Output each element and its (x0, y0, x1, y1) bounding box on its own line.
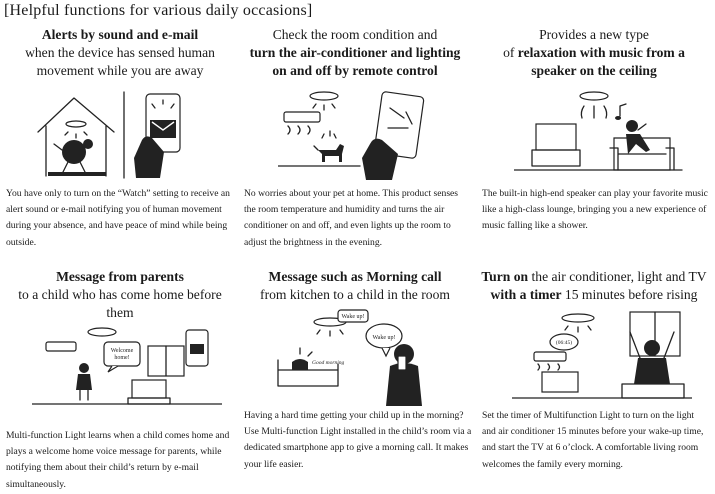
title-line-3: them (106, 305, 134, 320)
page-heading: [Helpful functions for various daily occ… (4, 2, 313, 19)
title-line-2: turn the air-conditioner and lighting (249, 45, 461, 60)
feature-title: Message such as Morning call from kitche… (239, 268, 471, 304)
feature-cell-parent-message: Message from parents to a child who has … (4, 268, 236, 322)
speech-bubble-text: (06:45) (556, 339, 572, 346)
music-relaxation-illustration (514, 91, 683, 171)
title-line-1: Check the room condition and (272, 27, 438, 42)
feature-title: Alerts by sound and e-mail when the devi… (4, 26, 236, 80)
title-line-2: to a child who has come home before (18, 287, 222, 302)
feature-description: Set the timer of Multifunction Light to … (482, 410, 704, 470)
intruder-alert-illustration (37, 91, 181, 179)
speech-bubble-text: Wake up! (341, 314, 364, 320)
feature-description: Multi-function Light learns when a child… (6, 430, 230, 490)
title-line-3: speaker on the ceiling (531, 63, 657, 78)
title-line-2: when the device has sensed human (25, 45, 215, 60)
feature-cell-morning-call: Message such as Morning call from kitche… (239, 268, 471, 304)
feature-description: Having a hard time getting your child up… (244, 410, 472, 470)
title-line-2: relaxation with music from a (517, 45, 685, 60)
title-line-2: 15 minutes before rising (561, 287, 698, 302)
title-line-1-prefix: Turn on (481, 269, 529, 284)
feature-cell-alerts: Alerts by sound and e-mail when the devi… (4, 26, 236, 80)
morning-call-illustration: Wake up! Good morning Wake up! (277, 309, 422, 406)
timer-wakeup-illustration: (06:45) (512, 311, 692, 399)
feature-description: The built-in high-end speaker can play y… (482, 188, 708, 232)
feature-title: Message from parents to a child who has … (4, 268, 236, 322)
feature-cell-timer: Turn on the air conditioner, light and T… (478, 268, 710, 304)
title-line-1: the air conditioner, light and TV (528, 269, 707, 284)
feature-title: Turn on the air conditioner, light and T… (478, 268, 710, 304)
title-line-1-prefix: Message such as (268, 269, 367, 284)
title-line-3: movement while you are away (36, 63, 204, 78)
speech-bubble-text: Good morning (312, 360, 344, 366)
feature-title: Check the room condition and turn the ai… (239, 26, 471, 80)
speech-bubble-text: Wake up! (372, 335, 395, 341)
feature-description: You have only to turn on the “Watch” set… (6, 188, 230, 248)
title-line-2-prefix: of (503, 45, 518, 60)
title-line-2-prefix: with a timer (490, 287, 562, 302)
title-line-1: Alerts by sound and e-mail (41, 27, 199, 42)
title-line-1: Provides a new type (539, 27, 649, 42)
feature-cell-ceiling-speaker: Provides a new type of relaxation with m… (478, 26, 710, 80)
title-line-3: on and off by remote control (272, 63, 438, 78)
pet-room-illustration (278, 91, 425, 180)
feature-title: Provides a new type of relaxation with m… (478, 26, 710, 80)
feature-cell-remote-control: Check the room condition and turn the ai… (239, 26, 471, 80)
title-line-1: Message from parents (56, 269, 184, 284)
title-line-2: from kitchen to a child in the room (260, 287, 450, 302)
feature-description: No worries about your pet at home. This … (244, 188, 459, 248)
title-line-1: Morning call (366, 269, 442, 284)
